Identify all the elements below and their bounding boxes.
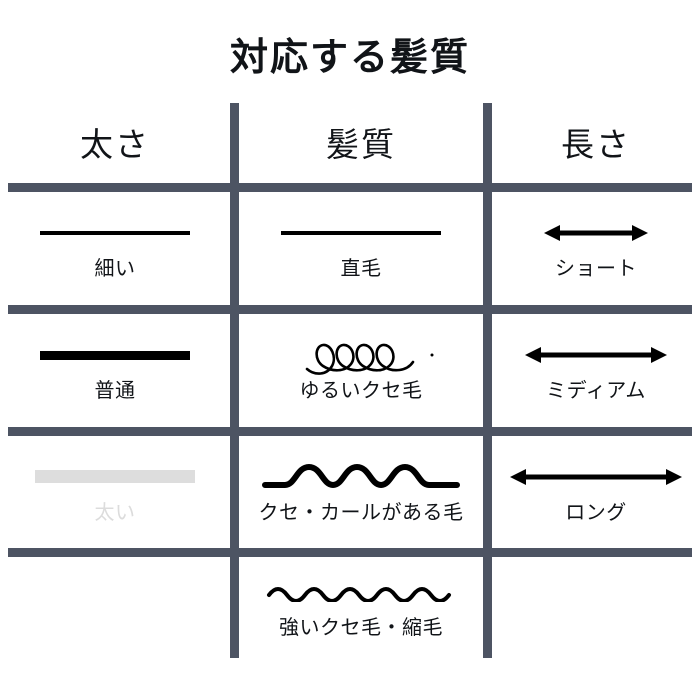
column-divider-1 xyxy=(230,103,239,658)
medium-arrow-icon xyxy=(523,338,669,372)
row-divider-2 xyxy=(8,427,692,436)
row-divider-header xyxy=(8,183,692,192)
length-label-short: ショート xyxy=(555,258,637,280)
texture-cell-loose-curl: ゆるいクセ毛 xyxy=(239,314,483,427)
texture-cell-wave-curl: クセ・カールがある毛 xyxy=(239,436,483,548)
medium-line-icon xyxy=(40,338,190,372)
thickness-cell-thick: 太い xyxy=(0,436,230,548)
texture-cell-straight: 直毛 xyxy=(239,192,483,305)
texture-label-wave-curl: クセ・カールがある毛 xyxy=(258,501,464,524)
column-header-texture: 髪質 xyxy=(326,126,396,163)
column-divider-2 xyxy=(483,103,492,658)
long-arrow-icon xyxy=(508,460,684,494)
straight-line-icon xyxy=(281,216,441,250)
column-header-thickness: 太さ xyxy=(80,126,150,163)
length-cell-long: ロング xyxy=(492,436,700,548)
page-title: 対応する髪質 xyxy=(229,37,470,79)
texture-cell-tight-zigzag: 強いクセ毛・縮毛 xyxy=(239,557,483,657)
thickness-cell-normal: 普通 xyxy=(0,314,230,427)
loose-curl-icon xyxy=(266,338,456,375)
length-cell-short: ショート xyxy=(492,192,700,305)
length-label-medium: ミディアム xyxy=(546,380,646,402)
texture-label-straight: 直毛 xyxy=(340,258,382,280)
thickness-cell-thin: 細い xyxy=(0,192,230,305)
tight-zigzag-icon xyxy=(266,575,456,609)
texture-label-loose-curl: ゆるいクセ毛 xyxy=(299,380,423,402)
thin-line-icon xyxy=(40,216,190,250)
thickness-label-thin: 細い xyxy=(94,258,136,280)
texture-label-tight-zigzag: 強いクセ毛・縮毛 xyxy=(279,616,443,639)
thickness-label-normal: 普通 xyxy=(94,380,136,402)
row-divider-3 xyxy=(8,548,692,557)
length-label-long: ロング xyxy=(565,501,627,524)
thickness-label-thick: 太い xyxy=(94,501,136,524)
row-divider-1 xyxy=(8,305,692,314)
column-header-length: 長さ xyxy=(561,126,631,163)
length-cell-medium: ミディアム xyxy=(492,314,700,427)
short-arrow-icon xyxy=(542,216,650,250)
thick-bar-icon xyxy=(35,460,195,494)
wave-curl-icon xyxy=(261,460,461,494)
